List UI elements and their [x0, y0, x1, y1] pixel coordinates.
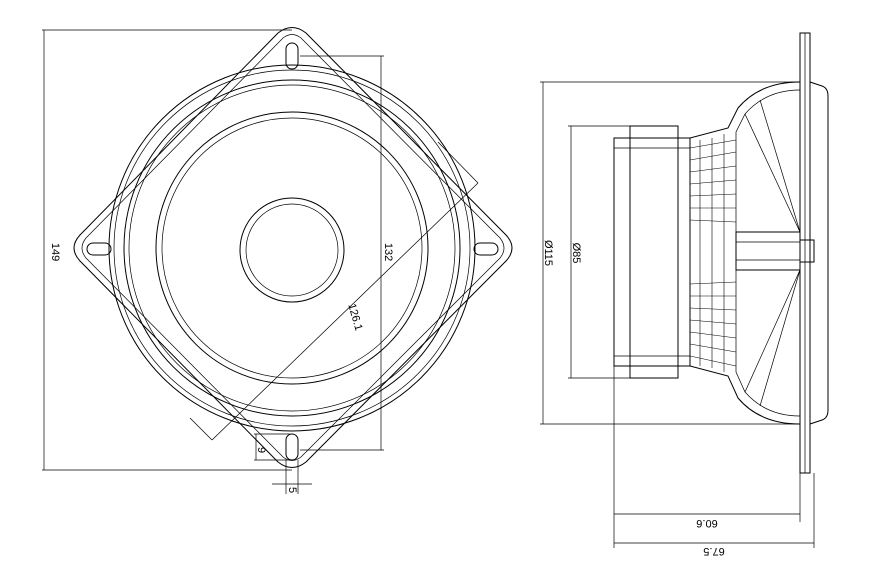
front-view: 149 132 126.1 9 5 [42, 27, 513, 494]
depth-label: 60.6 [696, 517, 717, 529]
cooling-fins [689, 134, 737, 372]
frame-outer-ring [108, 64, 476, 432]
basket-inner-outline [735, 89, 801, 417]
frame-ring-2 [113, 69, 471, 427]
cone-outer-ring [155, 111, 429, 385]
height-label: 149 [49, 243, 61, 261]
diagonal-label: 126.1 [345, 302, 364, 332]
magnet [613, 137, 691, 367]
diagonal-dimension-line [211, 182, 479, 441]
frame-diameter-label: Ø115 [542, 240, 554, 266]
surround-ring [128, 84, 456, 412]
side-view: Ø115 Ø85 60.6 67.5 [540, 32, 829, 557]
mounting-plate [73, 27, 513, 468]
top-plate [629, 125, 679, 379]
cone-ring [161, 117, 423, 379]
slot-width-label: 5 [286, 487, 298, 493]
terminal [799, 239, 815, 263]
mounting-plate-inner-edge [81, 34, 505, 461]
hole-spacing-label: 132 [382, 243, 394, 261]
mounting-slot-right [473, 242, 499, 256]
mounting-slot-bottom [285, 433, 299, 461]
dust-cap-outer [239, 197, 345, 303]
magnet-diameter-label: Ø85 [570, 243, 582, 264]
slot-length-label: 9 [255, 447, 267, 453]
mounting-slot-top [285, 42, 299, 70]
dust-cap-inner [245, 203, 339, 297]
total-depth-label: 67.5 [703, 545, 724, 557]
gasket [809, 81, 829, 425]
mounting-slot-left [86, 242, 112, 256]
pole-piece [735, 231, 801, 271]
surround-outer-ring [123, 79, 461, 417]
basket-outline [689, 81, 801, 425]
